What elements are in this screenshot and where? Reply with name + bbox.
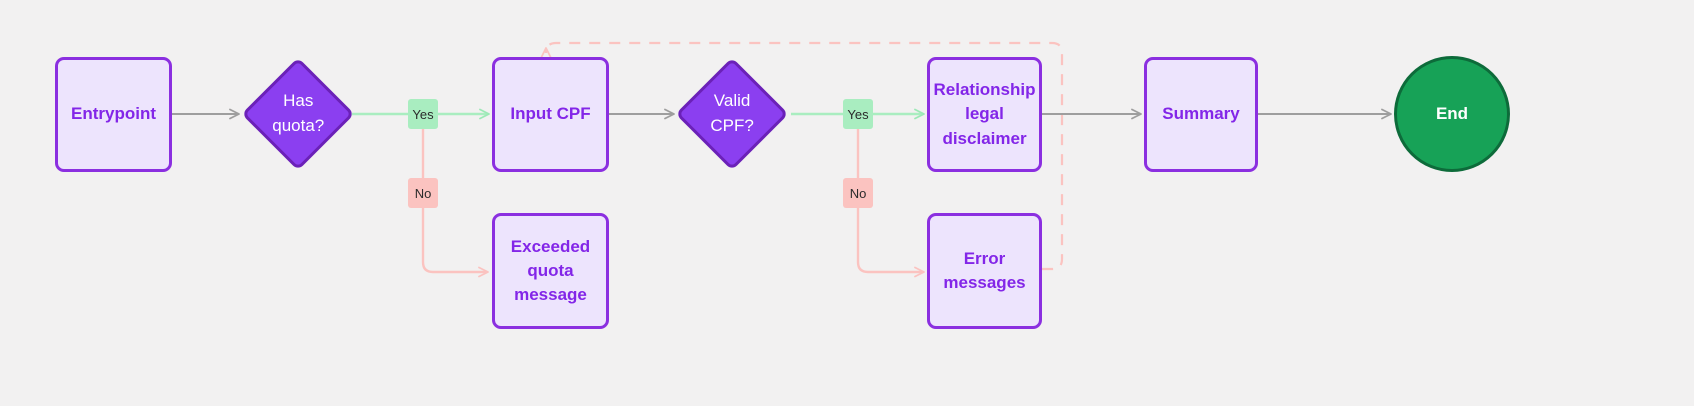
node-has-quota-label: Has quota?	[272, 89, 324, 138]
node-end[interactable]: End	[1394, 56, 1510, 172]
node-exceeded-line1: Exceeded	[510, 236, 591, 256]
edge-label-has-quota-no-text: No	[414, 185, 432, 201]
node-input-cpf[interactable]: Input CPF	[492, 57, 609, 172]
node-disclaimer-line2: legal	[965, 104, 1004, 124]
node-disclaimer-line1: Relationship	[933, 80, 1036, 100]
edge-label-valid-cpf-yes: Yes	[843, 99, 873, 129]
node-disclaimer-line3: disclaimer	[942, 128, 1027, 148]
node-entrypoint-label: Entrypoint	[71, 104, 156, 124]
node-valid-cpf-label-line1: Valid	[713, 91, 751, 111]
node-exceeded-line2: quota	[527, 260, 574, 280]
node-summary[interactable]: Summary	[1144, 57, 1258, 172]
node-relationship-legal-disclaimer[interactable]: Relationship legal disclaimer	[927, 57, 1042, 172]
node-valid-cpf-label: Valid CPF?	[710, 89, 753, 138]
edge-label-has-quota-yes: Yes	[408, 99, 438, 129]
node-has-quota[interactable]: Has quota?	[241, 57, 355, 171]
node-has-quota-label-line1: Has	[282, 91, 314, 111]
edge-has-quota-no-to-exceeded-b	[421, 208, 489, 278]
node-error-messages-label: Error messages	[943, 247, 1025, 295]
node-exceeded-line3: message	[514, 285, 587, 305]
node-valid-cpf[interactable]: Valid CPF?	[675, 57, 789, 171]
edge-label-has-quota-yes-text: Yes	[412, 106, 434, 122]
edge-label-has-quota-no: No	[408, 178, 438, 208]
node-has-quota-label-line2: quota?	[272, 116, 324, 135]
node-error-line1: Error	[963, 248, 1006, 268]
node-error-messages[interactable]: Error messages	[927, 213, 1042, 329]
node-exceeded-quota-message[interactable]: Exceeded quota message	[492, 213, 609, 329]
edge-label-valid-cpf-no: No	[843, 178, 873, 208]
node-error-line2: messages	[943, 273, 1026, 292]
edge-label-valid-cpf-yes-text: Yes	[847, 106, 869, 122]
edge-label-valid-cpf-no-text: No	[849, 185, 867, 201]
edge-valid-cpf-no-to-error-b	[856, 208, 925, 278]
node-valid-cpf-label-line2: CPF?	[710, 116, 754, 135]
node-relationship-legal-disclaimer-label: Relationship legal disclaimer	[934, 78, 1036, 150]
node-input-cpf-label: Input CPF	[510, 104, 591, 124]
node-entrypoint[interactable]: Entrypoint	[55, 57, 172, 172]
node-exceeded-quota-message-label: Exceeded quota message	[511, 235, 590, 307]
node-summary-label: Summary	[1162, 104, 1240, 124]
node-end-label: End	[1435, 104, 1469, 123]
